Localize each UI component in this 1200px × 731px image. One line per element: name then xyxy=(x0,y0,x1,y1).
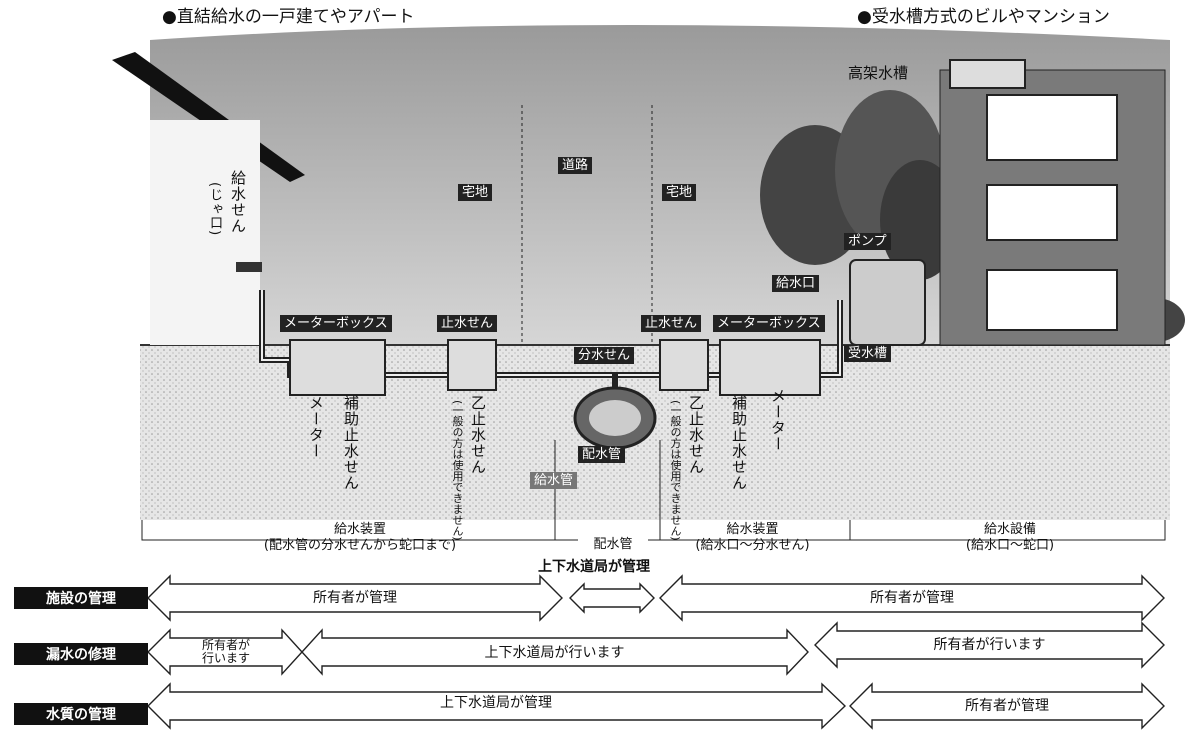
heading-direct: ●直結給水の一戸建てやアパート xyxy=(162,7,415,27)
label-otsu-note-left: (一般の方は使用できません) xyxy=(451,400,464,541)
arrow-text-leak-owner-right: 所有者が行います xyxy=(933,637,1046,653)
label-supply-port: 給水口 xyxy=(772,275,820,292)
label-pump: ポンプ xyxy=(844,233,891,250)
label-faucet: 給水せん xyxy=(229,170,247,234)
label-branch-valve: 分水せん xyxy=(574,347,635,364)
arrows-row-leak xyxy=(147,621,1165,676)
label-meter-left: メーター xyxy=(307,395,325,459)
section-right-sub: (給水口～分水せん) xyxy=(695,537,810,553)
label-faucet-paren: (じゃ口) xyxy=(207,182,222,237)
label-supply-pipe: 給水管 xyxy=(530,472,578,489)
label-meter-box-left: メーターボックス xyxy=(280,315,392,332)
section-distribution-pipe: 配水管 xyxy=(578,537,648,553)
section-supply-equipment: 給水設備 (給水口～蛇口) xyxy=(930,522,1090,553)
arrows-row-quality xyxy=(147,682,1165,730)
arrow-text-leak-bureau: 上下水道局が行います xyxy=(484,645,625,661)
arrow-text-leak-owner-left: 所有者が 行います xyxy=(201,638,250,665)
section-supply-device-left: 給水装置 (配水管の分水せんから蛇口まで) xyxy=(190,522,530,553)
caption-bureau-manages: 上下水道局が管理 xyxy=(538,559,650,575)
section-supply-device-right: 給水装置 (給水口～分水せん) xyxy=(675,522,830,553)
label-otsu-note-right: (一般の方は使用できません) xyxy=(669,400,682,541)
label-residential-left: 宅地 xyxy=(458,184,493,201)
row-label-quality: 水質の管理 xyxy=(14,703,148,725)
label-otsu-stop-left: 乙止水せん xyxy=(469,395,487,475)
label-aux-stop-right: 補助止水せん xyxy=(730,395,748,491)
arrows-row-facility xyxy=(147,574,1165,622)
label-elevated-tank: 高架水槽 xyxy=(848,64,909,82)
house-wall xyxy=(150,120,260,345)
arrow-text-facility-owner-left: 所有者が管理 xyxy=(313,590,397,606)
section-far-title: 給水設備 xyxy=(983,522,1036,537)
label-residential-right: 宅地 xyxy=(662,184,697,201)
label-receiving-tank: 受水槽 xyxy=(844,345,892,362)
section-left-sub: (配水管の分水せんから蛇口まで) xyxy=(263,537,457,553)
section-left-title: 給水装置 xyxy=(333,522,386,537)
label-stop-valve-left: 止水せん xyxy=(437,315,498,332)
label-otsu-stop-right: 乙止水せん xyxy=(687,395,705,475)
label-aux-stop-left: 補助止水せん xyxy=(342,395,360,491)
arrow-text-quality-owner: 所有者が管理 xyxy=(965,698,1049,714)
elevated-tank-shape xyxy=(949,59,1026,89)
arrow-text-quality-bureau: 上下水道局が管理 xyxy=(440,695,552,711)
heading-tank: ●受水槽方式のビルやマンション xyxy=(857,7,1110,27)
label-stop-valve-right: 止水せん xyxy=(641,315,702,332)
row-label-leak: 漏水の修理 xyxy=(14,643,148,665)
label-road: 道路 xyxy=(558,157,593,174)
section-far-sub: (給水口～蛇口) xyxy=(965,537,1055,553)
label-meter-box-right: メーターボックス xyxy=(713,315,825,332)
label-distribution-main: 配水管 xyxy=(578,446,626,463)
row-label-facility: 施設の管理 xyxy=(14,587,148,609)
section-right-title: 給水装置 xyxy=(726,522,779,537)
arrow-text-facility-owner-right: 所有者が管理 xyxy=(870,590,954,606)
label-meter-right: メーター xyxy=(769,388,787,452)
